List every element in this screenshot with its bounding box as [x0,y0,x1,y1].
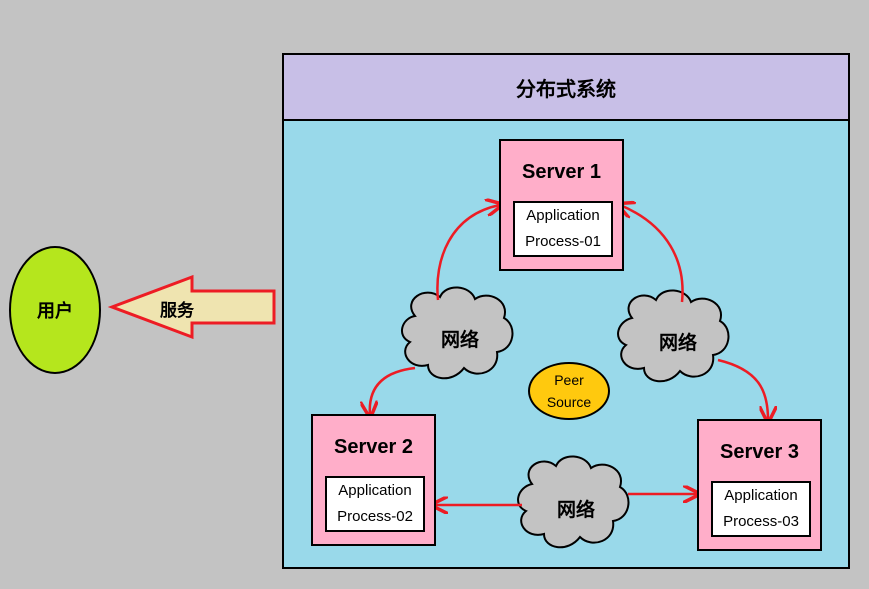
server-1: Server 1 Application Process-01 [499,139,624,271]
user-node: 用户 [9,246,101,374]
server-1-process-line2: Process-01 [525,233,601,250]
server-3-title: Server 3 [720,441,799,463]
edge-cloud-right-server1 [620,205,684,303]
edge-cloud-left-server2 [370,366,416,415]
peer-label-line1: Peer [554,372,584,388]
server-3: Server 3 Application Process-03 [697,419,822,551]
peer-source-node: Peer Source [528,362,610,420]
server-1-title: Server 1 [522,161,601,183]
user-label: 用户 [37,301,73,321]
network-label-right: 网络 [659,333,698,354]
edge-cloud-right-server3 [717,358,768,420]
network-cloud-bottom [517,455,630,549]
service-arrow [107,274,276,340]
edge-cloud-left-server1 [436,205,500,301]
service-label: 服务 [160,301,194,320]
server-2-process-line2: Process-02 [337,508,413,525]
system-title: 分布式系统 [284,55,848,121]
server-3-process-line1: Application [724,487,798,504]
server-2-process: Application Process-02 [325,476,425,532]
peer-label-line2: Source [546,394,592,410]
network-cloud-left [401,286,514,380]
server-3-process-line2: Process-03 [723,513,799,530]
server-1-process: Application Process-01 [513,201,613,257]
server-3-process: Application Process-03 [711,481,811,537]
server-2-title: Server 2 [334,436,413,458]
server-2: Server 2 Application Process-02 [311,414,436,546]
network-label-left: 网络 [441,330,480,351]
server-2-process-line1: Application [338,482,412,499]
network-label-bottom: 网络 [557,500,596,521]
network-cloud-right [617,289,730,383]
server-1-process-line1: Application [526,207,600,224]
